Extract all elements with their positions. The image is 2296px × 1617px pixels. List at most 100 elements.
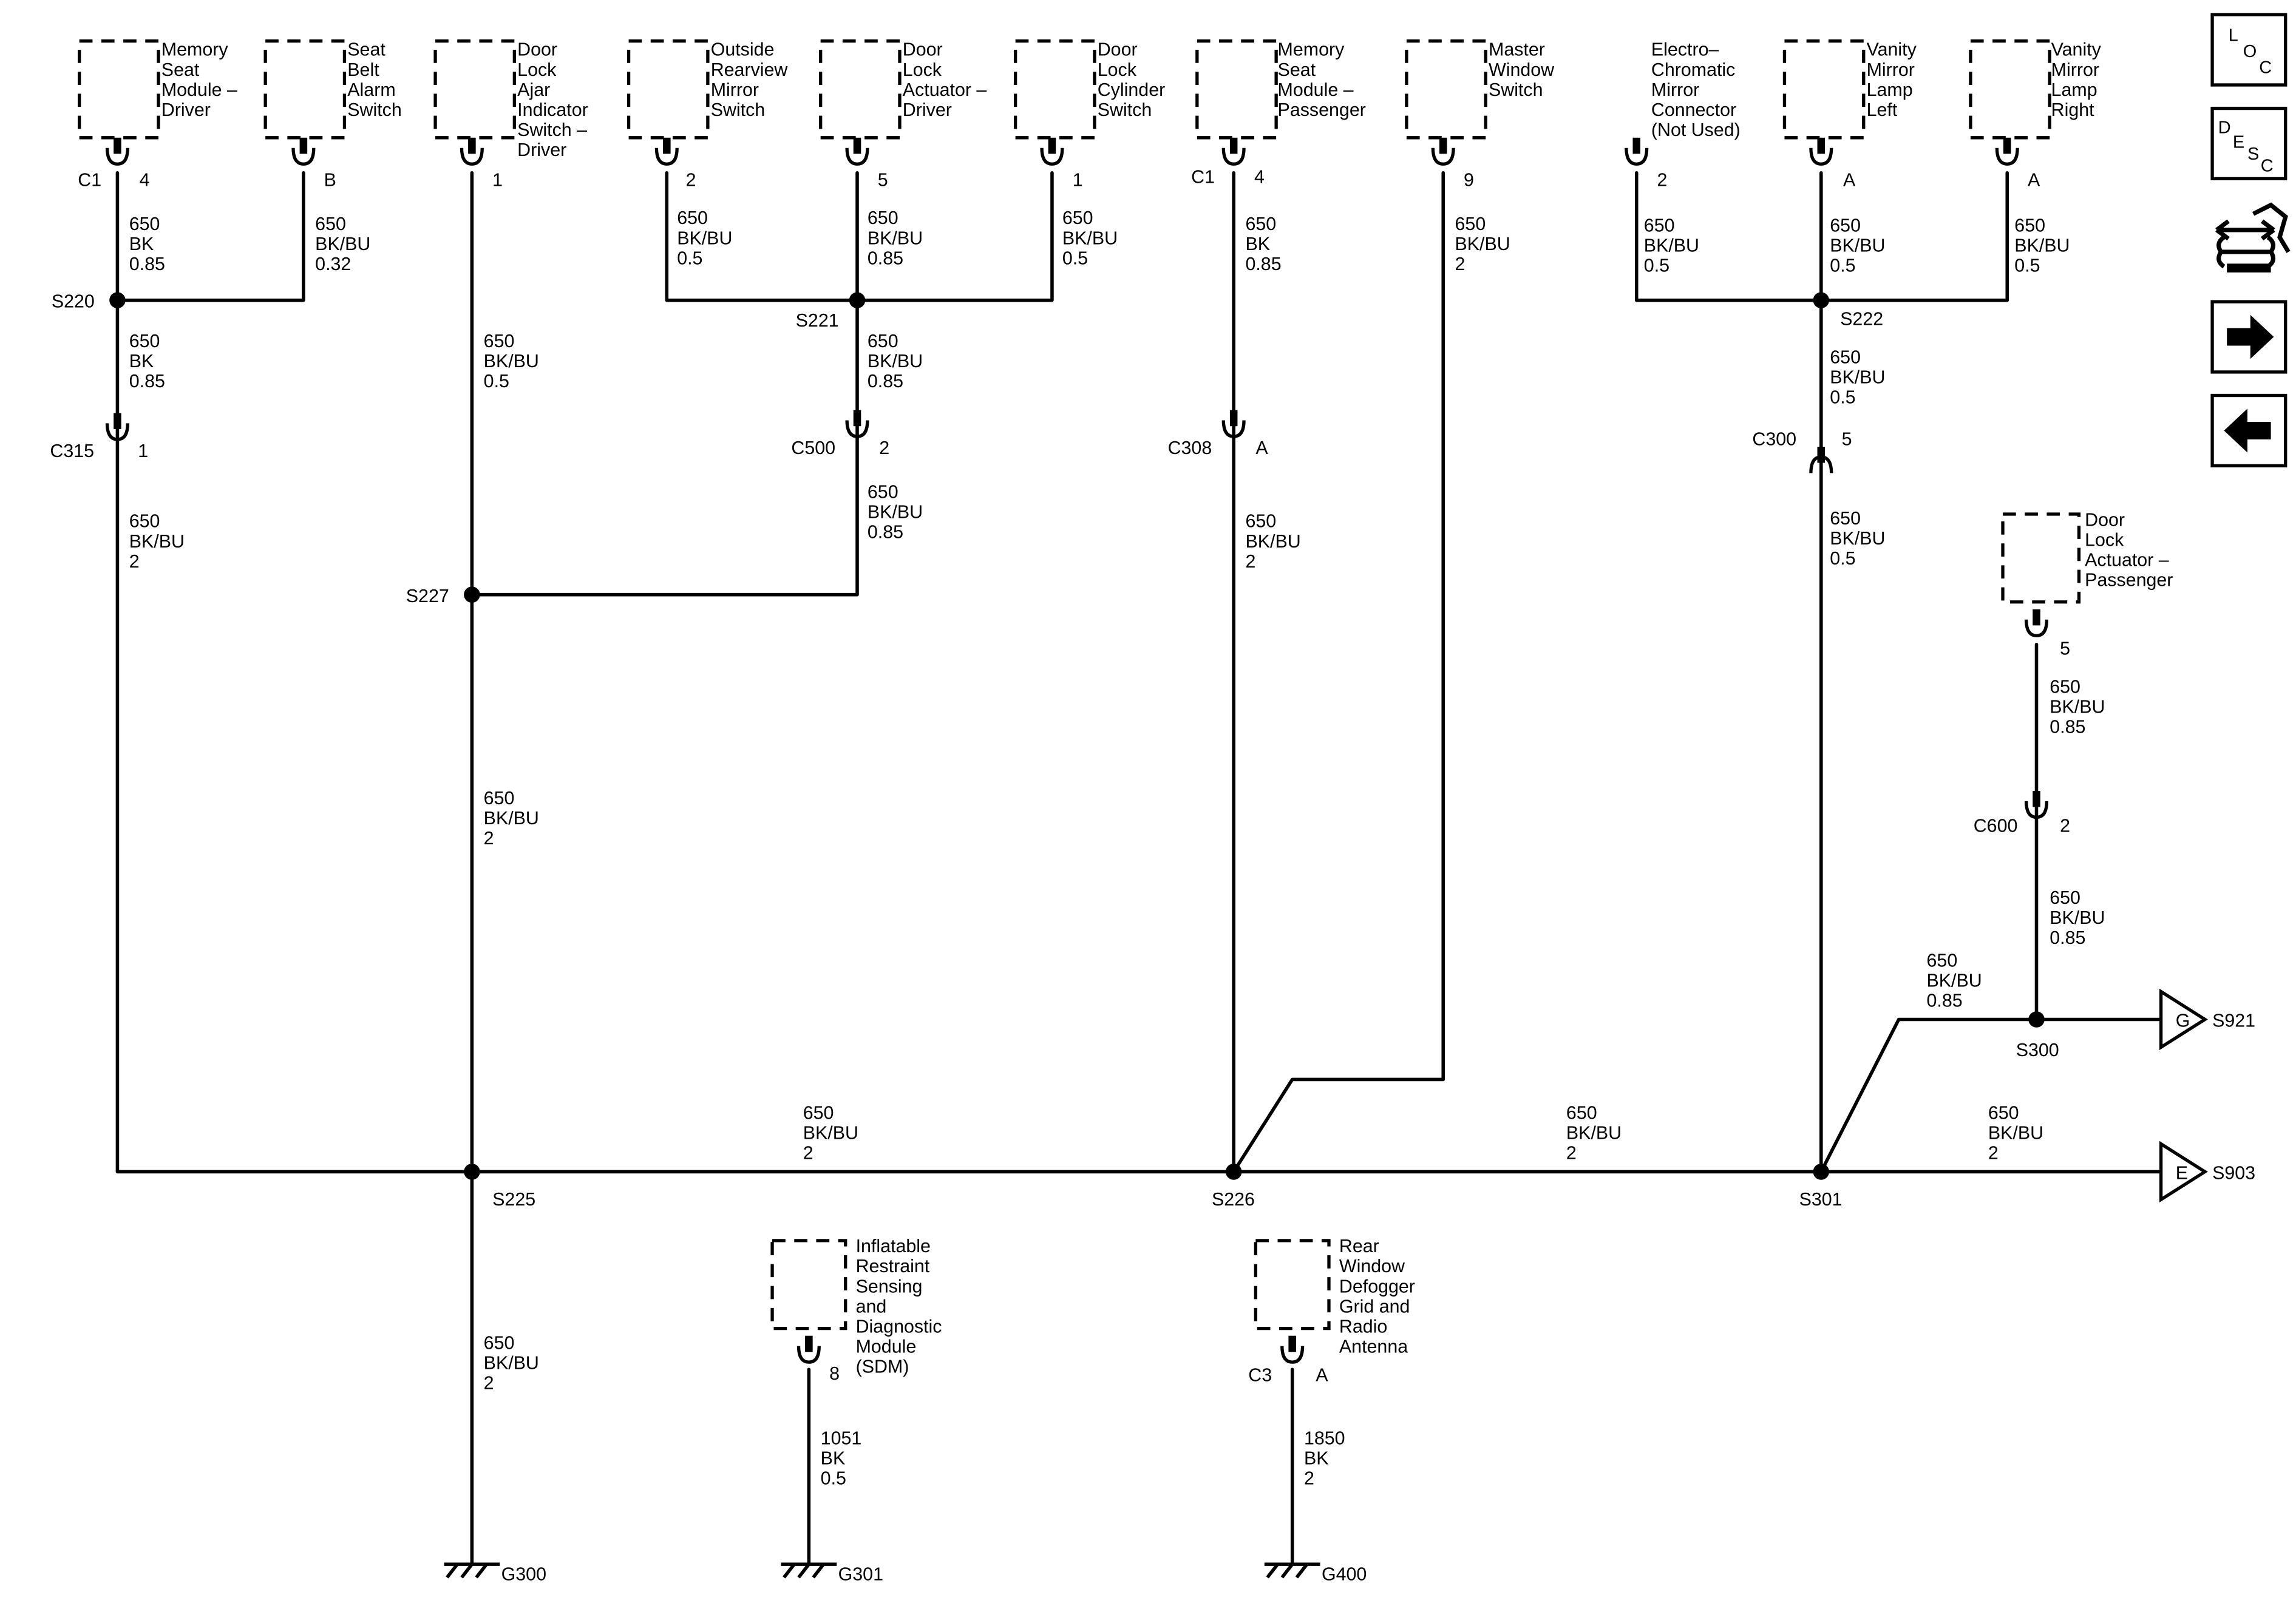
wire-label-w3-line-1: 650 [129, 331, 160, 351]
wire-label-w22-line-3: 0.85 [1927, 991, 1963, 1011]
wire-label-w24-line-1: 650 [1566, 1103, 1597, 1124]
ground-label-g400: G400 [1322, 1564, 1367, 1585]
inline-connector-c308: C308 [1168, 438, 1212, 458]
component-label-seat-belt-alarm-line-4: Switch [347, 100, 402, 120]
wire-label-w20-line-2: BK/BU [2050, 696, 2105, 717]
pin-label-rear-defogger: A [1316, 1365, 1328, 1386]
component-label-door-lock-ajar-line-5: Switch – [517, 120, 587, 140]
wire-label-w26-line-1: 650 [484, 1332, 515, 1353]
wire-label-w13-line-3: 2 [1245, 551, 1255, 572]
pin-label-electrochromic-mirror: 2 [1657, 169, 1668, 190]
component-label-vanity-left-line-4: Left [1867, 100, 1898, 120]
component-label-electrochromic-mirror-line-5: (Not Used) [1651, 120, 1741, 140]
wire-label-w27-line-3: 0.5 [821, 1468, 846, 1488]
component-label-outside-mirror-line-3: Mirror [711, 80, 759, 100]
wire-label-w10-line-2: BK/BU [868, 351, 923, 371]
connector-label-rear-defogger: C3 [1248, 1365, 1272, 1386]
wire-label-w2-line-1: 650 [315, 214, 346, 234]
desc-letter-c: C [2261, 156, 2274, 175]
loc-letter-c: C [2259, 58, 2272, 78]
pin-label-door-lock-actuator-driver: 5 [878, 169, 888, 190]
component-label-outside-mirror-line-4: Switch [711, 100, 766, 120]
wire-label-w11-line-1: 650 [868, 481, 898, 502]
component-label-rear-defogger-line-3: Defogger [1339, 1276, 1415, 1297]
component-label-door-lock-cylinder-line-1: Door [1098, 39, 1138, 60]
component-label-door-lock-ajar-line-6: Driver [517, 140, 566, 160]
wire-label-w9-line-1: 650 [1062, 208, 1093, 228]
component-label-vanity-right-line-1: Vanity [2051, 39, 2102, 60]
wire-label-w20-line-3: 0.85 [2050, 716, 2085, 737]
component-label-memory-seat-driver-line-2: Seat [161, 59, 200, 80]
wire-label-w14-line-2: BK/BU [1455, 234, 1510, 254]
component-label-vanity-left-line-3: Lamp [1867, 80, 1913, 100]
wire-label-w19-line-3: 0.5 [1830, 548, 1855, 569]
component-label-door-lock-actuator-driver-line-4: Driver [903, 100, 952, 120]
wire-label-w19-line-1: 650 [1830, 508, 1861, 529]
wire-label-w22-line-2: BK/BU [1927, 971, 1982, 991]
wire-label-w8-line-2: BK/BU [868, 228, 923, 248]
prev-page-button[interactable] [2210, 393, 2288, 468]
wire-label-w24-line-2: BK/BU [1566, 1123, 1622, 1144]
wire-label-w9-line-2: BK/BU [1062, 228, 1118, 248]
connector-symbols [107, 138, 2047, 1362]
wire-label-w18-line-1: 650 [1830, 347, 1861, 367]
pin-label-sdm: 8 [829, 1363, 840, 1384]
wire-label-w8-line-3: 0.85 [868, 248, 903, 268]
wire-label-w27-line-1: 1051 [821, 1428, 862, 1448]
pin-label-door-lock-actuator-passenger: 5 [2060, 639, 2070, 659]
component-label-door-lock-ajar-line-1: Door [517, 39, 557, 60]
wire-label-w28-line-2: BK [1304, 1448, 1329, 1468]
component-label-sdm-line-6: Module [856, 1336, 917, 1357]
next-page-button[interactable] [2210, 300, 2288, 374]
loc-button[interactable]: L O C [2210, 13, 2288, 87]
wire-label-w4-line-1: 650 [129, 511, 160, 532]
wire-label-w28-line-3: 2 [1304, 1468, 1314, 1488]
pin-label-outside-mirror: 2 [686, 169, 696, 190]
wire-label-w3-line-3: 0.85 [129, 371, 165, 392]
component-label-electrochromic-mirror-line-2: Chromatic [1651, 59, 1735, 80]
component-label-sdm-line-7: (SDM) [856, 1357, 909, 1377]
wire-label-w23-line-1: 650 [803, 1103, 834, 1124]
wire-network [115, 171, 2163, 1566]
pin-label-vanity-left: A [1843, 169, 1856, 190]
wire-label-w8-line-1: 650 [868, 208, 898, 228]
wire-label-w24-line-3: 2 [1566, 1143, 1577, 1164]
connector-schematic-icon[interactable] [2215, 202, 2291, 273]
wire-label-w22-line-1: 650 [1927, 951, 1958, 971]
component-label-door-lock-cylinder-line-2: Lock [1098, 59, 1137, 80]
wire-label-w26-line-3: 2 [484, 1373, 494, 1394]
splice-label-s225: S225 [492, 1189, 535, 1210]
component-label-door-lock-actuator-driver-line-2: Lock [903, 59, 942, 80]
wire-label-w2-line-3: 0.32 [315, 254, 351, 274]
component-label-vanity-right-line-2: Mirror [2051, 59, 2099, 80]
wire-label-w7-line-1: 650 [677, 208, 708, 228]
wire-label-w7-line-3: 0.5 [677, 248, 702, 268]
component-label-door-lock-ajar-line-4: Indicator [517, 100, 588, 120]
component-label-outside-mirror-line-1: Outside [711, 39, 775, 60]
wire-label-w21-line-1: 650 [2050, 887, 2080, 908]
wire-label-w5-line-3: 0.5 [484, 371, 509, 392]
component-label-master-window-line-1: Master [1489, 39, 1545, 60]
component-label-vanity-right-line-4: Right [2051, 100, 2095, 120]
wire-label-w13-line-2: BK/BU [1245, 531, 1300, 552]
inline-connector-c600: C600 [1974, 816, 2018, 836]
component-label-seat-belt-alarm-line-2: Belt [347, 59, 379, 80]
component-label-door-lock-actuator-passenger-line-1: Door [2085, 509, 2125, 530]
wire-label-w18-line-2: BK/BU [1830, 367, 1885, 387]
wire-label-w21-line-3: 0.85 [2050, 927, 2085, 948]
wire-label-w11-line-2: BK/BU [868, 501, 923, 522]
pin-label-master-window: 9 [1464, 169, 1474, 190]
component-label-door-lock-actuator-driver-line-1: Door [903, 39, 943, 60]
wire-label-w10-line-1: 650 [868, 331, 898, 351]
wire-label-w1-line-2: BK [129, 234, 154, 254]
desc-button[interactable]: D E S C [2210, 106, 2288, 181]
wire-label-w27-line-2: BK [821, 1448, 846, 1468]
wire-label-w20-line-1: 650 [2050, 676, 2080, 697]
splice-dots [109, 292, 2045, 1180]
wire-label-w2-line-2: BK/BU [315, 234, 370, 254]
offpage-label-s903: S903 [2212, 1163, 2255, 1184]
wire-label-w23-line-2: BK/BU [803, 1123, 858, 1144]
component-label-seat-belt-alarm-line-3: Alarm [347, 80, 395, 100]
wire-label-w18-line-3: 0.5 [1830, 387, 1855, 408]
